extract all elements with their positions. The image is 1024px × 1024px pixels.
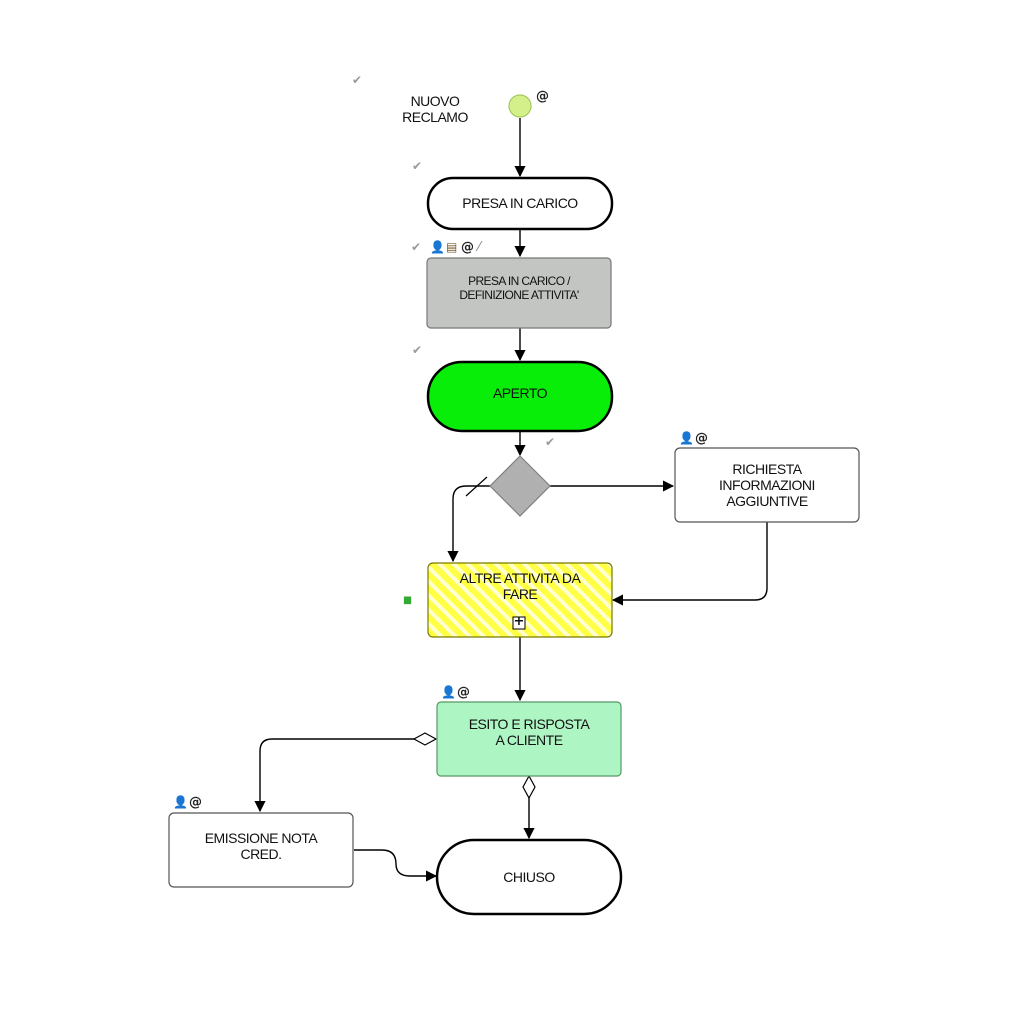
- user-icon: 👤: [679, 431, 694, 445]
- check-icon: ✔: [412, 159, 423, 173]
- esito-risposta-label: ESITO E RISPOSTA A CLIENTE: [468, 715, 590, 748]
- at-icon: @: [461, 240, 474, 255]
- expand-plus-icon[interactable]: +: [513, 613, 525, 629]
- emissione-nota-label: EMISSIONE NOTA CRED.: [204, 829, 318, 862]
- start-event-label: NUOVO RECLAMO: [402, 92, 468, 125]
- presa-in-carico-label: PRESA IN CARICO: [462, 195, 578, 212]
- document-icon: ▤: [446, 240, 458, 254]
- connectors: [254, 118, 768, 882]
- presa-definizione-label: PRESA IN CARICO / DEFINIZIONE ATTIVITA': [459, 274, 579, 302]
- conditional-diamond-bottom: [522, 774, 536, 800]
- connector-emissione-to-chiuso: [354, 849, 438, 882]
- altre-attivita-subprocess[interactable]: [427, 562, 613, 638]
- check-icon: ✔: [412, 343, 423, 357]
- richiesta-info-task[interactable]: [674, 447, 860, 523]
- user-icon: 👤: [430, 240, 445, 254]
- user-icon: 👤: [173, 795, 188, 809]
- pause-icon: ▮▮: [403, 595, 412, 606]
- check-icon: ✔: [411, 240, 422, 254]
- chiuso-end-state[interactable]: [435, 838, 623, 916]
- chiuso-label: CHIUSO: [503, 868, 555, 885]
- altre-attivita-label: ALTRE ATTIVITA DA FARE: [459, 569, 581, 602]
- exclusive-gateway[interactable]: [489, 455, 551, 517]
- default-flow-slash: [465, 476, 488, 497]
- start-event[interactable]: [508, 94, 532, 118]
- aperto-label: APERTO: [492, 384, 548, 401]
- presa-definizione-task[interactable]: [426, 257, 612, 329]
- at-icon: @: [536, 89, 549, 104]
- connector-gateway-to-altre: [447, 485, 490, 563]
- check-icon: ✔: [545, 435, 556, 449]
- at-icon: @: [695, 431, 708, 446]
- richiesta-info-label: RICHIESTA INFORMAZIONI AGGIUNTIVE: [719, 460, 815, 510]
- at-icon: @: [457, 685, 470, 700]
- emissione-nota-task[interactable]: [168, 812, 354, 888]
- presa-in-carico-state[interactable]: [426, 176, 614, 231]
- aperto-state[interactable]: [426, 360, 614, 433]
- connector-esito-to-emissione: [254, 738, 436, 813]
- check-icon: ✔: [352, 73, 363, 87]
- esito-risposta-task[interactable]: [436, 701, 622, 777]
- expand-marker[interactable]: [512, 616, 526, 630]
- connector-richiesta-to-altre: [611, 522, 768, 606]
- attachment-icon: ⁄: [478, 240, 481, 255]
- user-icon: 👤: [441, 685, 456, 699]
- conditional-diamond-left: [412, 732, 438, 746]
- at-icon: @: [189, 795, 202, 810]
